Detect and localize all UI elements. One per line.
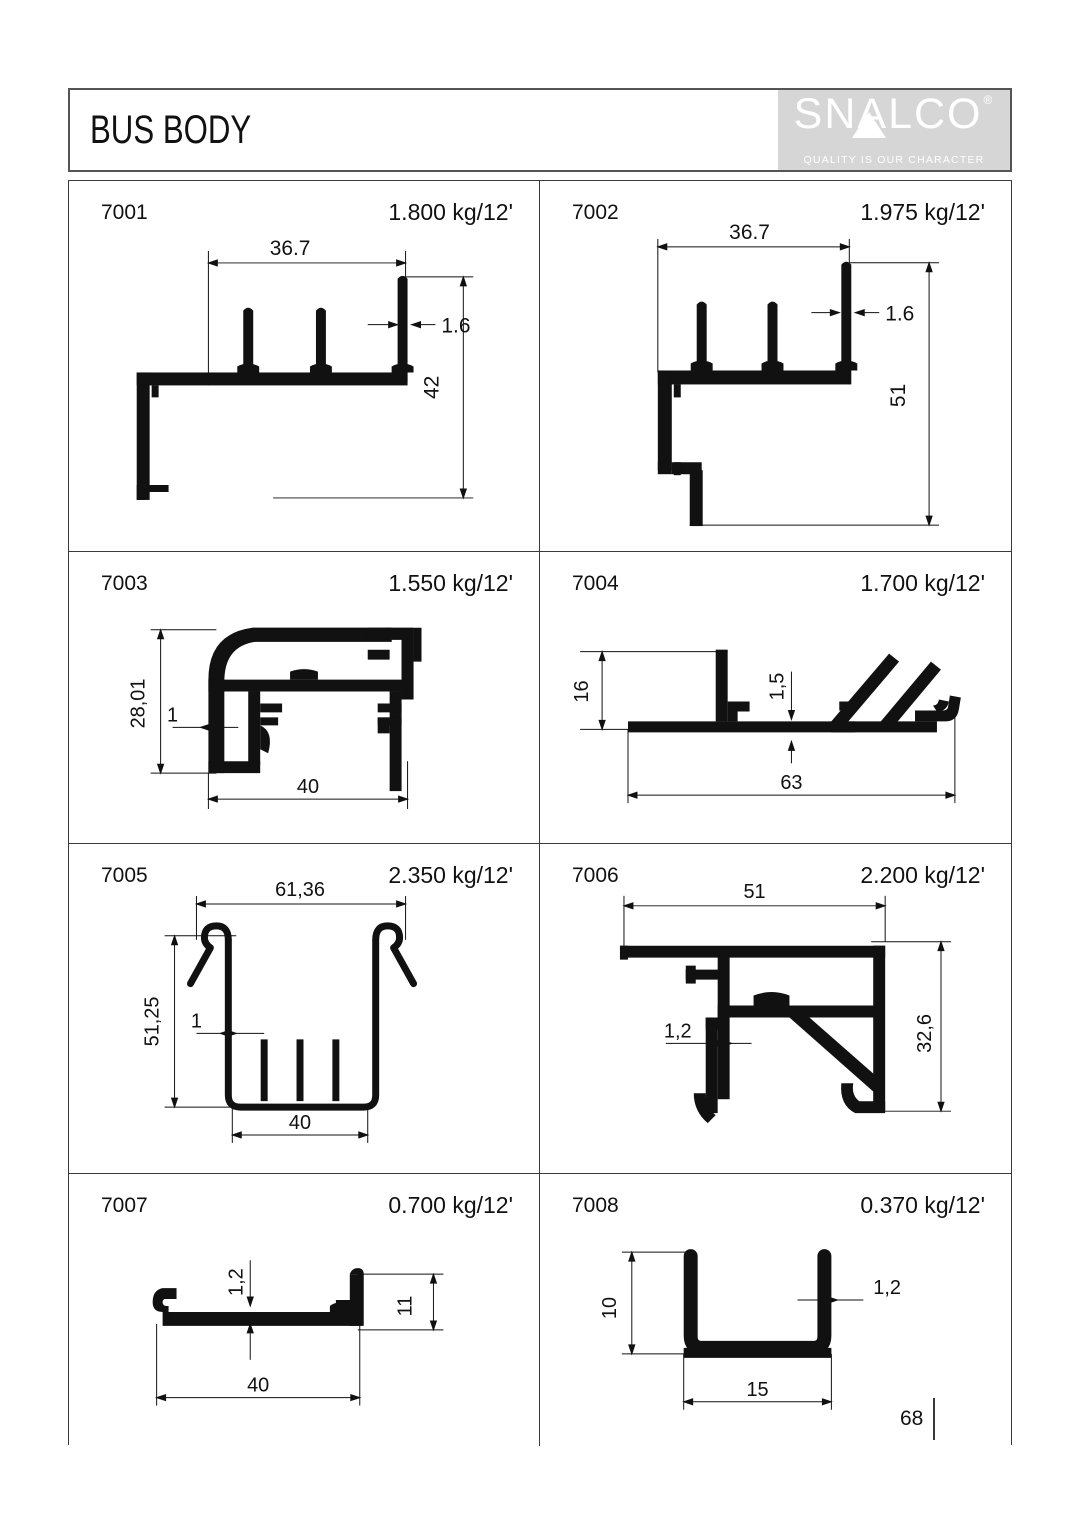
profile-cell-7007: 7007 0.700 kg/12'	[69, 1174, 540, 1446]
svg-text:51: 51	[887, 384, 910, 407]
profile-weight: 1.700 kg/12'	[860, 570, 985, 596]
profile-code: 7006	[572, 864, 619, 887]
svg-text:51,25: 51,25	[142, 997, 164, 1047]
profile-grid: 7001 1.800 kg/12'	[68, 180, 1012, 1446]
svg-text:40: 40	[297, 776, 319, 798]
svg-text:1,2: 1,2	[873, 1277, 901, 1299]
svg-text:42: 42	[420, 376, 443, 399]
profile-weight: 2.200 kg/12'	[860, 862, 985, 888]
svg-text:1,5: 1,5	[766, 673, 788, 701]
svg-text:36.7: 36.7	[270, 237, 311, 260]
profile-weight: 2.350 kg/12'	[388, 862, 513, 888]
title-bar: BUS BODY SNALCO ® QUALITY IS OUR CHARACT…	[68, 88, 1012, 172]
profile-code: 7002	[572, 201, 619, 224]
profile-drawing-7002: 36.7 1.6 51	[540, 181, 1011, 551]
page-title-wrap: BUS BODY	[70, 90, 778, 170]
profile-code: 7004	[572, 572, 619, 595]
profile-code: 7003	[101, 572, 148, 595]
brand-wordmark-text: SNALCO	[793, 90, 983, 138]
profile-cell-7002: 7002 1.975 kg/12'	[540, 181, 1011, 552]
svg-text:51: 51	[743, 881, 765, 903]
profile-weight: 1.550 kg/12'	[388, 570, 513, 596]
svg-text:63: 63	[780, 772, 802, 794]
profile-cell-7008: 7008 0.370 kg/12'	[540, 1174, 1011, 1446]
profile-code: 7007	[101, 1194, 148, 1217]
svg-text:1: 1	[191, 1010, 202, 1032]
profile-weight: 1.975 kg/12'	[860, 199, 985, 225]
profile-weight: 0.370 kg/12'	[860, 1192, 985, 1218]
svg-text:1.6: 1.6	[441, 315, 470, 338]
svg-text:1: 1	[167, 704, 178, 726]
profile-drawing-7007: 1,2 11 40	[69, 1174, 539, 1446]
profile-code: 7005	[101, 864, 148, 887]
svg-text:36.7: 36.7	[729, 221, 770, 244]
svg-text:32,6: 32,6	[914, 1014, 936, 1053]
profile-drawing-7005: 61,36 51,25 1 40	[69, 844, 539, 1173]
profile-cell-7003: 7003 1.550 kg/12'	[69, 552, 540, 844]
svg-text:1,2: 1,2	[225, 1268, 247, 1296]
svg-text:1.6: 1.6	[885, 303, 914, 326]
svg-text:28,01: 28,01	[128, 679, 150, 729]
profile-cell-7005: 7005 2.350 kg/12'	[69, 844, 540, 1174]
profile-cell-7004: 7004 1.700 kg/12'	[540, 552, 1011, 844]
svg-text:15: 15	[746, 1379, 768, 1401]
profile-code: 7001	[101, 201, 148, 224]
page-title: BUS BODY	[90, 107, 252, 152]
brand-tagline: QUALITY IS OUR CHARACTER	[803, 154, 985, 166]
profile-drawing-7001: 36.7 1.6 42	[69, 181, 539, 551]
profile-code: 7008	[572, 1194, 619, 1217]
profile-cell-7001: 7001 1.800 kg/12'	[69, 181, 540, 552]
profile-drawing-7004: 16 1,5 63	[540, 552, 1011, 843]
page-footer: 68	[900, 1398, 935, 1440]
brand-logo: SNALCO ® QUALITY IS OUR CHARACTER	[778, 90, 1010, 170]
registered-trademark-icon: ®	[983, 93, 995, 107]
page-number-divider	[933, 1398, 935, 1440]
svg-text:16: 16	[571, 680, 593, 702]
page-number: 68	[900, 1407, 924, 1430]
profile-cell-7006: 7006 2.200 kg/12'	[540, 844, 1011, 1174]
profile-weight: 1.800 kg/12'	[388, 199, 513, 225]
svg-text:40: 40	[289, 1112, 311, 1134]
mountain-triangle-icon	[852, 112, 886, 138]
profile-drawing-7003: 28,01 1 40	[69, 552, 539, 843]
svg-text:61,36: 61,36	[275, 879, 325, 901]
profile-drawing-7006: 51 32,6 1,2	[540, 844, 1011, 1173]
profile-weight: 0.700 kg/12'	[388, 1192, 513, 1218]
profile-drawing-7008: 10 1,2 15	[540, 1174, 1011, 1446]
svg-text:1,2: 1,2	[664, 1020, 692, 1042]
svg-text:40: 40	[247, 1375, 269, 1397]
brand-wordmark: SNALCO ®	[793, 90, 995, 138]
svg-text:11: 11	[395, 1296, 417, 1317]
svg-text:10: 10	[599, 1297, 621, 1319]
